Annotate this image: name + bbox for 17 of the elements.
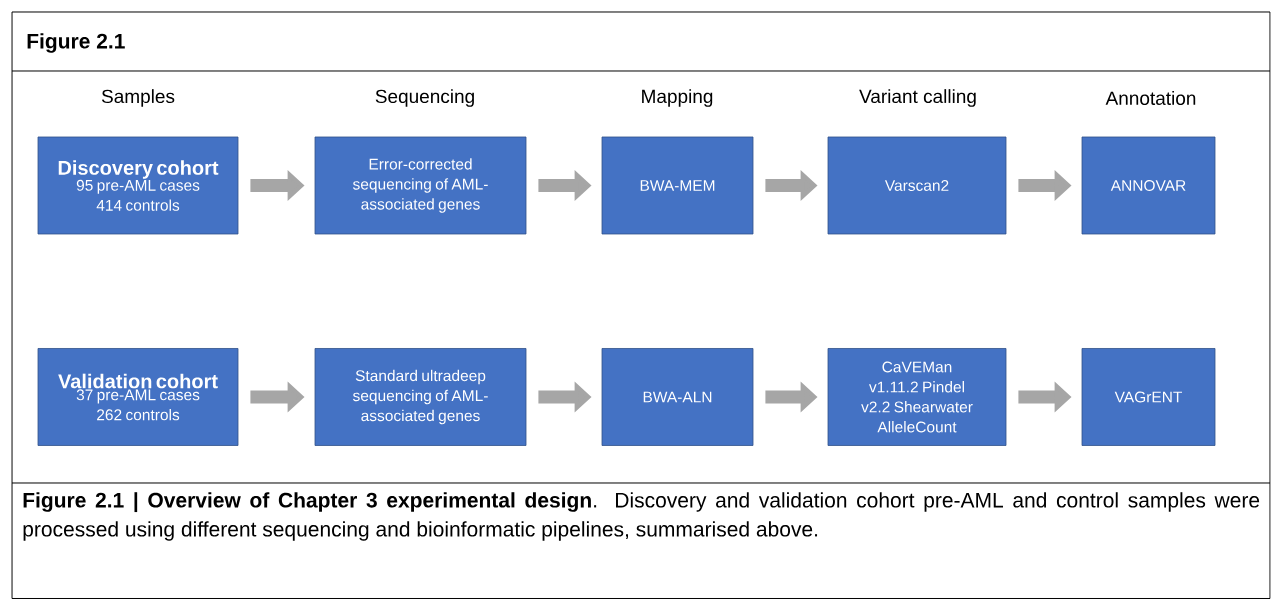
process-box: BWA-ALN bbox=[601, 348, 754, 446]
figure-title: Figure 2.1 bbox=[27, 33, 125, 53]
column-header: Samples bbox=[101, 89, 175, 107]
process-box: Validation cohort 37 pre-AML cases 262 controls bbox=[37, 348, 239, 446]
column-header: Mapping bbox=[642, 89, 713, 107]
process-box: CaVEMan v1.11.2 Pindel v2.2 Shearwater AlleleCount bbox=[827, 348, 1007, 446]
process-box: Varscan2 bbox=[827, 136, 1007, 235]
process-box: Discovery cohort 95 pre-AML cases 414 controls bbox=[37, 136, 239, 235]
column-header: Annotation bbox=[1105, 91, 1196, 105]
process-box: BWA-MEM bbox=[601, 136, 754, 235]
process-box: ANNOVAR bbox=[1081, 136, 1216, 235]
column-header: Variant calling bbox=[859, 89, 976, 107]
process-box: Standard ultradeep sequencing of AML-associated genes bbox=[314, 348, 527, 446]
figure-caption: Figure 2.1 | Overview of Chapter 3 experimental design. Discovery and validation cohort pre-AML and control samples were processed using different sequencing and bioinformatic pipelines, summarised above. bbox=[23, 492, 1260, 541]
process-box: VAGrENT bbox=[1081, 348, 1216, 446]
process-box: Error-corrected sequencing of AML-associated genes bbox=[314, 136, 527, 235]
column-header: Sequencing bbox=[375, 89, 474, 107]
